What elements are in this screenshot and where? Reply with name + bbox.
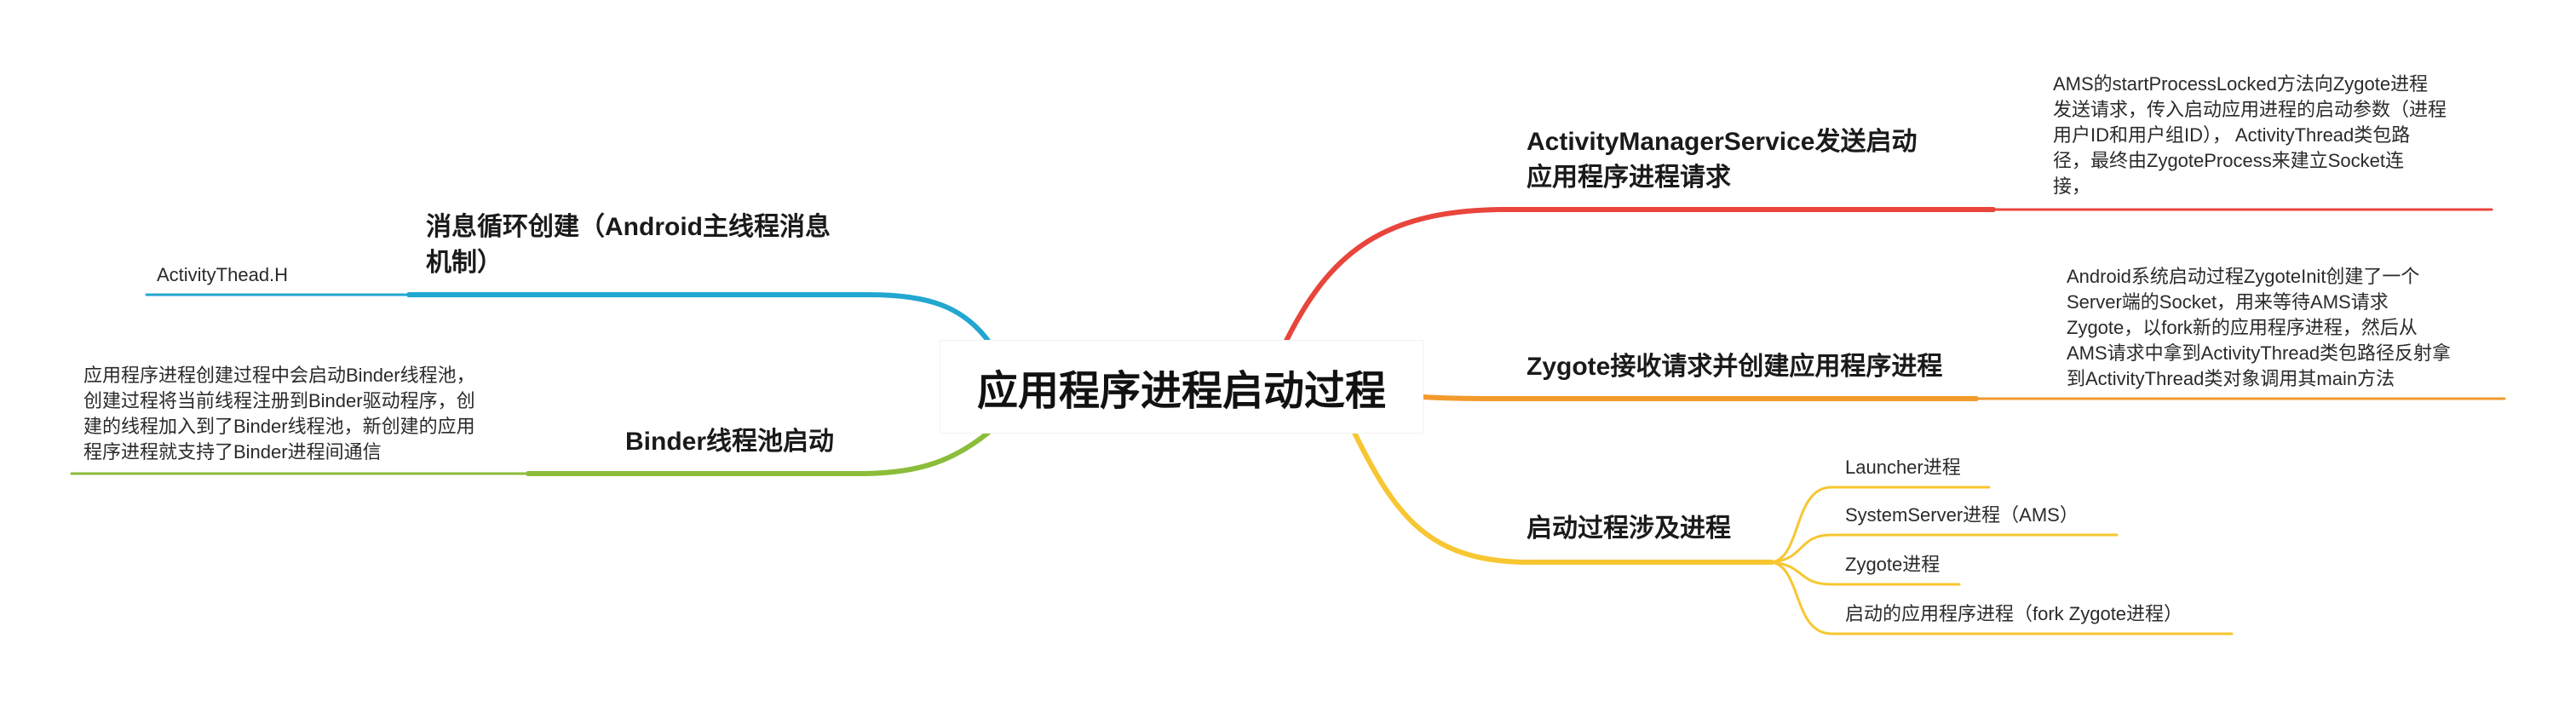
branch-zygote[interactable]: Zygote接收请求并创建应用程序进程 xyxy=(1527,349,1969,385)
ams-detail[interactable]: AMS的startProcessLocked方法向Zygote进程 发送请求，传… xyxy=(2053,72,2496,199)
branch-message-loop[interactable]: 消息循环创建（Android主线程消息 机制） xyxy=(426,210,869,281)
edge-root-ams xyxy=(1284,207,1996,343)
binder-detail-line: 应用程序进程创建过程中会启动Binder线程池， xyxy=(83,365,475,386)
ams-detail-line: 发送请求，传入启动应用进程的启动参数（进程 xyxy=(2053,99,2447,120)
branch-ams-line-2: 应用程序进程请求 xyxy=(1527,164,1731,192)
binder-detail-line: 程序进程就支持了Binder进程间通信 xyxy=(83,441,382,463)
root-node[interactable]: 应用程序进程启动过程 xyxy=(940,341,1423,433)
binder-detail-line: 建的线程加入到了Binder线程池，新创建的应用 xyxy=(83,416,475,437)
process-item-label: 启动的应用程序进程（fork Zygote进程） xyxy=(1845,603,2183,624)
process-item-launcher[interactable]: Launcher进程 xyxy=(1845,455,1961,480)
branch-processes-label: 启动过程涉及进程 xyxy=(1527,514,1731,543)
process-item-systemserver[interactable]: SystemServer进程（AMS） xyxy=(1845,503,2079,528)
edge-root-zygote xyxy=(1420,394,1979,401)
ams-detail-line: AMS的startProcessLocked方法向Zygote进程 xyxy=(2053,73,2429,95)
process-item-zygote[interactable]: Zygote进程 xyxy=(1845,552,1940,578)
zygote-detail-line: Zygote，以fork新的应用程序进程，然后从 xyxy=(2067,317,2418,338)
binder-detail[interactable]: 应用程序进程创建过程中会启动Binder线程池， 创建过程将当前线程注册到Bin… xyxy=(83,363,526,465)
message-loop-detail-text: ActivityThead.H xyxy=(157,264,289,285)
edge-proc-item-3 xyxy=(1770,560,1961,586)
root-title: 应用程序进程启动过程 xyxy=(976,369,1386,414)
process-item-label: Zygote进程 xyxy=(1845,554,1941,575)
branch-ams-line-1: ActivityManagerService发送启动 xyxy=(1527,128,1918,156)
edge-root-processes xyxy=(1352,430,1774,565)
zygote-detail-line: Android系统启动过程ZygoteInit创建了一个 xyxy=(2067,266,2420,287)
zygote-detail-line: Server端的Socket，用来等待AMS请求 xyxy=(2067,291,2389,313)
branch-binder[interactable]: Binder线程池启动 xyxy=(625,424,881,460)
edge-proc-item-4 xyxy=(1770,560,2234,635)
edge-proc-item-2 xyxy=(1770,533,2119,564)
edge-root-binder xyxy=(526,430,991,476)
ams-detail-line: 径，最终由ZygoteProcess来建立Socket连 xyxy=(2053,150,2404,171)
branch-ams[interactable]: ActivityManagerService发送启动 应用程序进程请求 xyxy=(1527,124,1969,196)
binder-detail-line: 创建过程将当前线程注册到Binder驱动程序，创 xyxy=(83,390,475,411)
branch-processes[interactable]: 启动过程涉及进程 xyxy=(1527,511,1782,547)
ams-detail-line: 接， xyxy=(2053,175,2091,197)
zygote-detail[interactable]: Android系统启动过程ZygoteInit创建了一个 Server端的Soc… xyxy=(2067,264,2510,392)
branch-zygote-label: Zygote接收请求并创建应用程序进程 xyxy=(1527,353,1943,381)
edge-proc-item-1 xyxy=(1770,486,1991,564)
ams-detail-line: 用户ID和用户组ID）， ActivityThread类包路 xyxy=(2053,124,2411,146)
zygote-detail-line: 到ActivityThread类对象调用其main方法 xyxy=(2067,368,2395,389)
process-item-label: Launcher进程 xyxy=(1845,457,1961,478)
branch-message-loop-line-2: 机制） xyxy=(426,249,503,277)
process-item-app[interactable]: 启动的应用程序进程（fork Zygote进程） xyxy=(1845,601,2182,627)
zygote-detail-line: AMS请求中拿到ActivityThread类包路径反射拿 xyxy=(2067,342,2452,364)
branch-message-loop-line-1: 消息循环创建（Android主线程消息 xyxy=(426,213,831,241)
branch-binder-label: Binder线程池启动 xyxy=(625,428,835,456)
edge-root-message-loop xyxy=(406,292,991,343)
process-item-label: SystemServer进程（AMS） xyxy=(1845,504,2079,526)
message-loop-detail[interactable]: ActivityThead.H xyxy=(157,262,288,288)
